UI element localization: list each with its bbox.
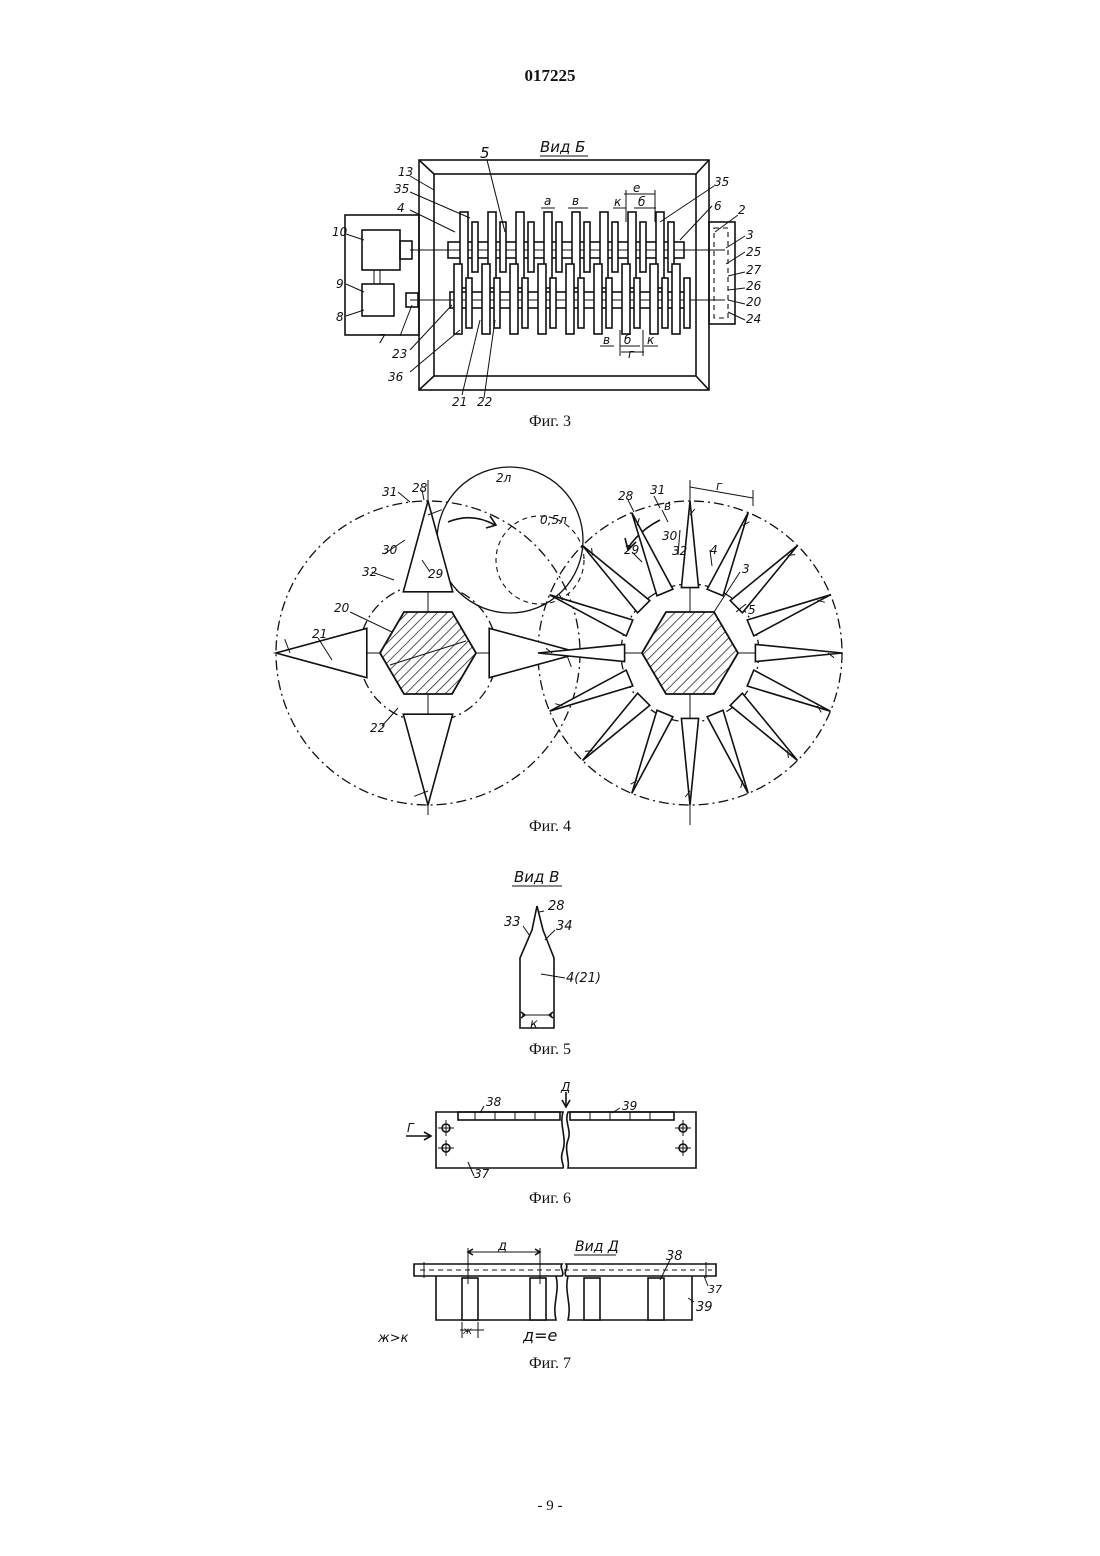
fig7-label-39: 39 xyxy=(696,1300,713,1315)
fig7-formula-d-eq-e: д=е xyxy=(522,1326,557,1345)
fig7-slot xyxy=(530,1278,546,1320)
figure-7-caption: Фиг. 7 xyxy=(0,1355,1100,1373)
fig7-dim-d: д xyxy=(497,1239,507,1254)
fig7-dim-zh: ж xyxy=(462,1326,472,1337)
fig7-view-title: Вид Д xyxy=(575,1239,619,1255)
page-number: - 9 - xyxy=(0,1498,1100,1515)
fig7-slot xyxy=(462,1278,478,1320)
fig7-slot xyxy=(648,1278,664,1320)
fig7-label-38: 38 xyxy=(666,1249,683,1264)
fig7-label-37: 37 xyxy=(708,1283,722,1296)
figure-7-drawing: Вид Д д 38 37 39 ж ж>к д=е xyxy=(0,0,1100,1360)
fig7-slot xyxy=(584,1278,600,1320)
fig7-formula-zh-gt-k: ж>к xyxy=(377,1331,409,1346)
